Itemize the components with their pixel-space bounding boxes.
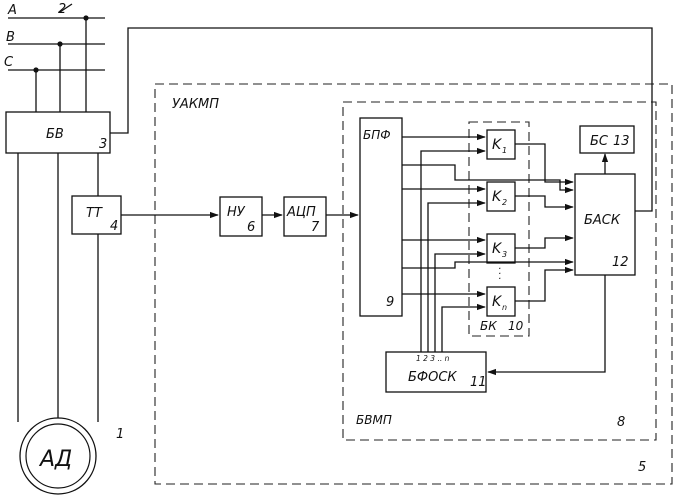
block-bv-number: 3 [99, 137, 107, 152]
k1-to-bask-arrow [515, 144, 573, 182]
block-bask-number: 12 [612, 255, 629, 270]
block-nu-number: 6 [247, 220, 255, 235]
block-acp-label: АЦП [286, 205, 316, 220]
key-kn: K n [487, 287, 515, 316]
key-k3-index: 3 [502, 250, 507, 259]
region-bvmp-number: 8 [617, 415, 625, 430]
motor-ad: АД 1 [20, 418, 124, 494]
keys-gap-dots: ··· [498, 264, 501, 285]
region-uakmp-label: УАКМП [172, 97, 219, 112]
block-bs: БС 13 [580, 126, 634, 153]
block-bpf-number: 9 [386, 295, 394, 310]
k2-to-bask-arrow [515, 196, 573, 207]
region-uakmp-number: 5 [638, 460, 646, 475]
block-nu-label: НУ [227, 205, 246, 220]
region-bk-number: 10 [508, 319, 524, 333]
phase-label-a: A [7, 3, 17, 18]
region-bvmp-label: БВМП [356, 413, 392, 427]
bfosk-to-k1-line [421, 151, 485, 352]
block-bfosk-label: БФОСК [408, 370, 457, 385]
block-tt-number: 4 [110, 219, 118, 234]
block-bv-label: БВ [46, 127, 64, 142]
block-bfosk-number: 11 [470, 375, 487, 390]
block-bv: БВ 3 [6, 112, 110, 153]
block-tt: ТТ 4 [72, 196, 121, 234]
block-bpf-frame [360, 118, 402, 316]
junction-a [83, 15, 88, 20]
block-acp: АЦП 7 [284, 197, 326, 236]
key-k1: K 1 [487, 130, 515, 159]
phase-label-c: C [4, 55, 14, 70]
block-bpf: БПФ 9 [360, 118, 402, 316]
block-tt-label: ТТ [86, 206, 103, 221]
block-bask-label: БАСК [584, 213, 621, 228]
block-bfosk: 1 2 3 .. n БФОСК 11 [386, 352, 487, 392]
block-bs-label: БС [590, 134, 609, 149]
block-bs-number: 13 [613, 134, 630, 149]
junction-b [57, 41, 62, 46]
phase-bus: A B C 2 [4, 2, 105, 112]
kn-to-bask-arrow [515, 270, 573, 301]
block-nu: НУ 6 [220, 197, 262, 236]
block-acp-number: 7 [311, 220, 320, 235]
block-bpf-label: БПФ [363, 128, 391, 142]
key-k2-index: 2 [502, 198, 507, 207]
motor-number: 1 [116, 427, 124, 442]
k3-to-bask-arrow [515, 238, 573, 248]
key-kn-index: n [502, 303, 507, 312]
bus-number: 2 [58, 2, 66, 17]
bfosk-to-kn-line [442, 307, 485, 352]
phase-label-b: B [6, 30, 15, 45]
power-path [18, 153, 98, 422]
block-bask: БАСК 12 [575, 174, 635, 275]
motor-label: АД [38, 447, 72, 472]
block-bfosk-inputs: 1 2 3 .. n [416, 354, 450, 363]
key-k1-index: 1 [502, 146, 507, 155]
region-bk-label: БК [480, 319, 497, 333]
key-k3: K 3 [487, 234, 515, 263]
key-k2: K 2 [487, 182, 515, 211]
junction-c [33, 67, 38, 72]
bfosk-to-k2-line [428, 203, 485, 352]
